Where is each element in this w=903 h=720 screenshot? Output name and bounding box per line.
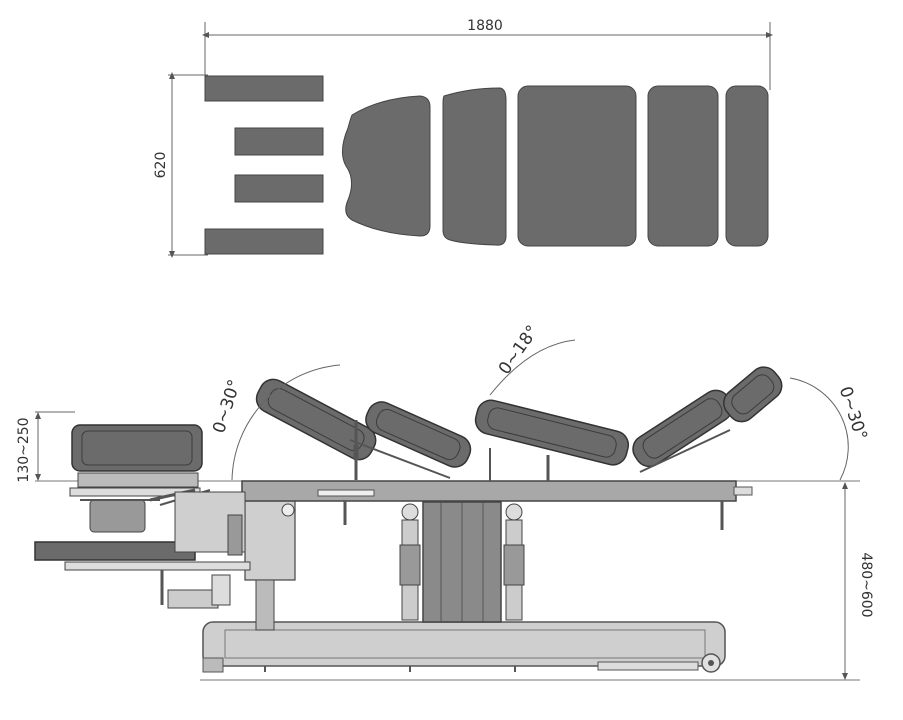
chest-tilt-cushion: [365, 401, 472, 468]
center-tilt-cushion: [474, 399, 630, 466]
thigh-tilt-cushion: [632, 389, 733, 468]
head-pad-bar: [204, 75, 324, 102]
base-frame: [202, 621, 726, 667]
head-pad-bar: [234, 174, 324, 203]
top-view: 1880 620: [153, 18, 773, 258]
head-support-plate: [34, 541, 196, 561]
head-bracket: [167, 589, 219, 609]
head-rest-cushion: [71, 424, 203, 472]
center-tilt-arc: [489, 339, 576, 396]
center-tilt-label: 0~18°: [495, 322, 543, 379]
table-frame: [241, 480, 737, 502]
side-view: 130~250 480~600 0~30° 0~18° 0~30°: [16, 322, 874, 681]
head-tilt-label: 0~30°: [209, 377, 245, 436]
ankle-pad: [725, 85, 769, 247]
table-height-label: 480~600: [858, 552, 874, 617]
lumbar-pad: [517, 85, 637, 247]
length-label: 1880: [467, 18, 503, 34]
thigh-pad: [647, 85, 719, 247]
head-pad-bar: [234, 127, 324, 156]
width-label: 620: [153, 152, 169, 179]
head-tilt-cushion: [255, 378, 377, 461]
head-pad-bar: [204, 228, 324, 255]
head-height-label: 130~250: [16, 417, 32, 482]
face-paper-holder: [89, 499, 146, 533]
head-tilt-arc: [231, 364, 341, 481]
foot-tilt-arc: [789, 377, 849, 481]
ankle-tilt-cushion: [723, 366, 783, 423]
chest-pad: [342, 95, 431, 237]
foot-pedal: [597, 661, 699, 671]
pelvic-pad: [442, 87, 507, 246]
